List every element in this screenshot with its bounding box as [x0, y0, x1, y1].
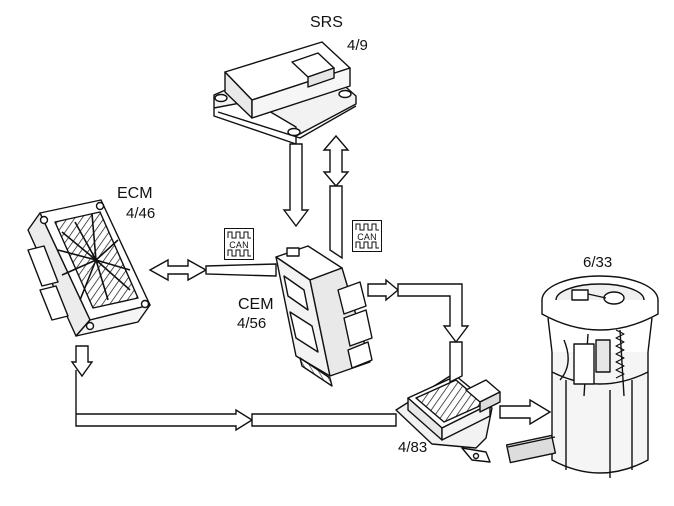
arrow-pcm-to-pump — [499, 398, 552, 426]
pump-module-id-label: 4/83 — [398, 439, 428, 456]
can-label-right: CAN — [357, 232, 377, 242]
arrow-ecm-to-pcm — [70, 345, 94, 378]
can-badge-left: CAN — [224, 228, 254, 260]
ecm-id-label: 4/46 — [126, 205, 156, 222]
can-pulse-icon — [355, 223, 379, 249]
signal-paths — [70, 134, 552, 432]
cem-id-label: 4/56 — [237, 315, 267, 332]
ecm-module — [27, 199, 151, 337]
srs-module — [213, 41, 357, 145]
arrow-cem-srs-bidir — [322, 134, 350, 188]
fuel-pump-id-label: 6/33 — [583, 254, 613, 271]
srs-id-label: 4/9 — [347, 37, 368, 54]
can-label-left: CAN — [229, 240, 249, 250]
cem-module — [275, 245, 373, 387]
arrow-srs-to-cem — [282, 143, 310, 228]
cem-label: CEM — [238, 296, 274, 313]
pump-control-module — [395, 375, 501, 463]
srs-label: SRS — [310, 14, 343, 31]
can-badge-right: CAN — [352, 220, 382, 252]
arrow-cem-to-pcm — [367, 278, 400, 302]
can-pulse-icon — [227, 231, 251, 257]
ecm-label: ECM — [117, 185, 153, 202]
fuel-pump-unit — [505, 275, 659, 478]
arrow-ecm-cem-bidir — [148, 258, 208, 282]
